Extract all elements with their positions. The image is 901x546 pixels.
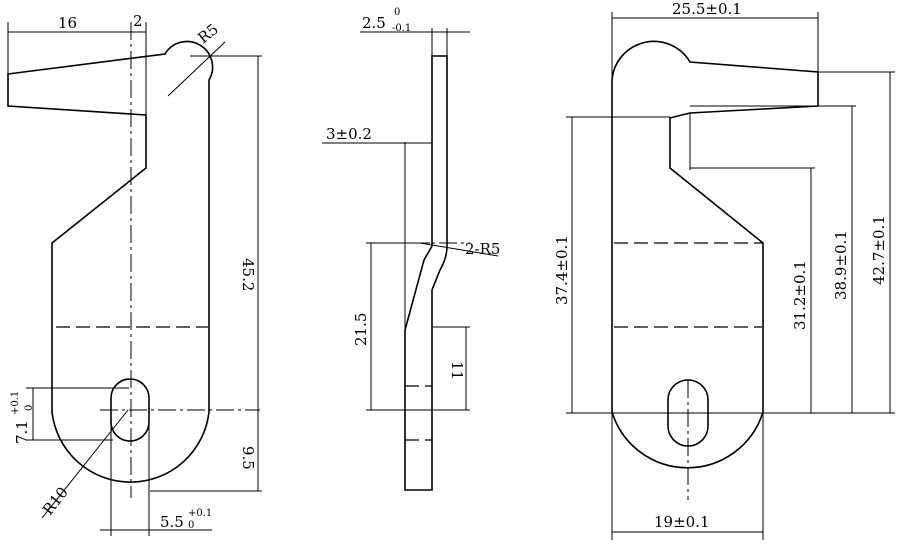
left-dim-45-2: 45.2 [239,258,257,291]
side-dim-2-5-base: 2.5 [362,14,386,32]
right-dim-31-2: 31.2±0.1 [791,260,809,330]
left-part-outline [7,40,214,483]
side-dim-3: 3±0.2 [326,125,372,143]
left-dim-7-1-tol-upper: +0.1 [10,391,21,415]
left-dim-2: 2 [133,12,143,30]
left-r10-leader [41,409,129,519]
left-radius-r5: R5 [194,20,222,47]
left-dim-5-5-tol-lower: 0 [188,520,194,531]
side-dim-11: 11 [448,361,466,380]
left-dim-5-5-base: 5.5 [160,513,184,531]
right-slot [667,379,709,447]
side-dim-2-5-tol-upper: 0 [394,7,400,18]
right-dim-37-4: 37.4±0.1 [553,235,571,305]
side-part-outline [404,55,448,491]
right-dim-19: 19±0.1 [654,513,710,531]
side-radius-2-r5: 2-R5 [465,240,500,258]
side-dim-21-5: 21.5 [352,313,370,346]
left-dim-16: 16 [58,14,77,32]
left-dim-7-1-base: 7.1 [13,420,31,444]
right-view: 25.5±0.1 37.4±0.1 31.2±0.1 38.9±0.1 42.7… [553,0,895,540]
right-part-outline [611,40,819,469]
side-dim-2-5-tol-lower: -0.1 [392,23,411,34]
right-dim-42-7: 42.7±0.1 [870,215,888,285]
left-dim-7-1-tol-lower: 0 [24,405,35,411]
right-dim-38-9: 38.9±0.1 [832,230,850,300]
left-view: 16 2 R5 45.2 9.5 7.1 +0.1 0 R10 5.5 +0.1… [7,12,262,536]
left-radius-r10: R10 [39,483,72,518]
side-view: 2.5 0 -0.1 3±0.2 2-R5 21.5 11 [322,7,500,491]
right-dim-25-5: 25.5±0.1 [672,0,742,18]
left-r5-leader [167,41,226,97]
side-r5-leader [419,242,499,257]
left-dim-5-5-tol-upper: +0.1 [188,508,212,519]
left-dim-9-5: 9.5 [239,446,257,470]
